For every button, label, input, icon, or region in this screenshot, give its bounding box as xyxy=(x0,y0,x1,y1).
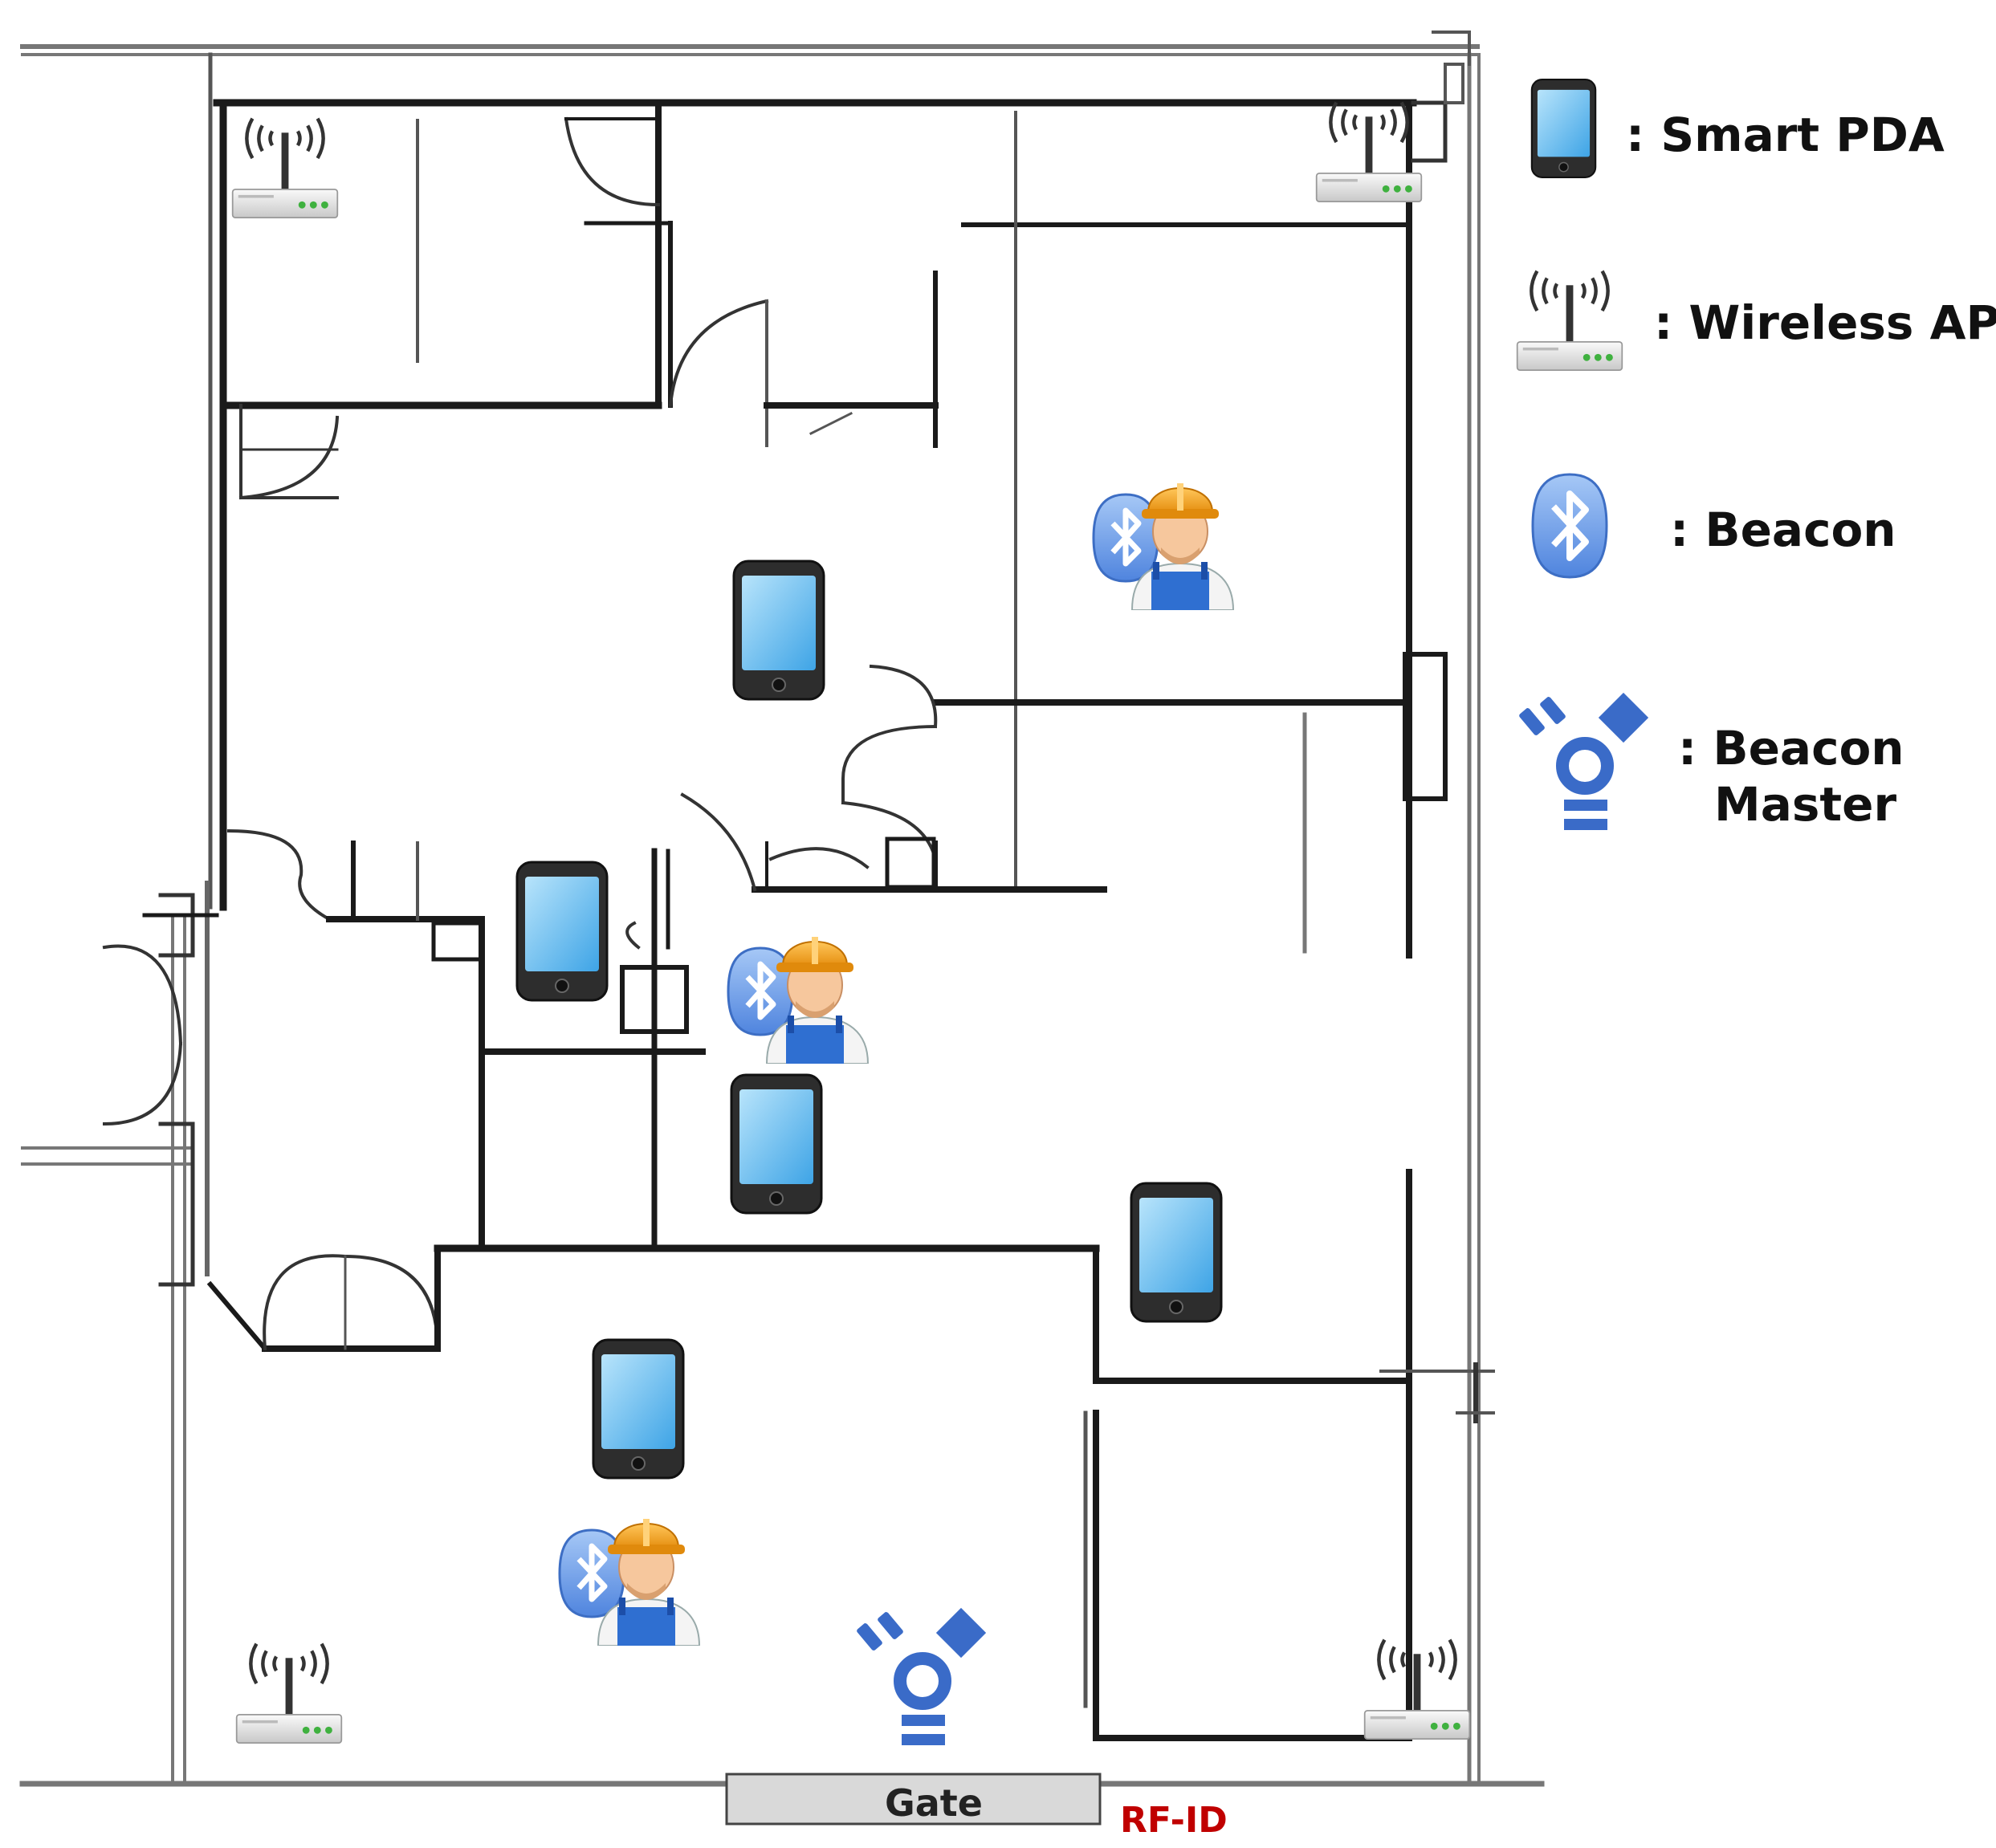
legend-ap-label: : Wireless AP xyxy=(1654,295,1996,350)
smartphone-icon xyxy=(515,861,609,1002)
worker-icon xyxy=(728,937,868,1064)
worker-icon xyxy=(560,1519,699,1646)
smartphone-icon xyxy=(1530,79,1597,178)
firewire-icon xyxy=(856,1608,986,1745)
rfid-label: RF-ID xyxy=(1120,1800,1228,1841)
wireless-router-icon xyxy=(1365,1640,1470,1740)
wireless-router-icon xyxy=(1317,103,1422,202)
smartphone-icon xyxy=(730,1073,823,1215)
wireless-router-icon xyxy=(233,119,338,218)
wireless-router-icon xyxy=(237,1644,342,1744)
bluetooth-icon xyxy=(1533,474,1607,577)
gate-label: Gate xyxy=(885,1781,983,1825)
legend-pda-label: : Smart PDA xyxy=(1626,108,1945,162)
legend-beacon-label: : Beacon xyxy=(1670,503,1896,557)
wireless-router-icon xyxy=(1517,271,1623,371)
gate: Gate xyxy=(725,1773,1102,1826)
legend-master-label-2: Master xyxy=(1714,777,1896,832)
smartphone-icon xyxy=(732,560,825,701)
worker-icon xyxy=(1094,483,1233,610)
firewire-icon xyxy=(1518,693,1648,830)
smartphone-icon xyxy=(592,1338,685,1480)
legend: : Smart PDA : Wireless AP : Beacon : Bea… xyxy=(1517,79,1996,832)
legend-master-label-1: : Beacon xyxy=(1678,721,1904,775)
floor-plan-walls xyxy=(19,31,1545,1787)
smartphone-icon xyxy=(1130,1182,1223,1323)
